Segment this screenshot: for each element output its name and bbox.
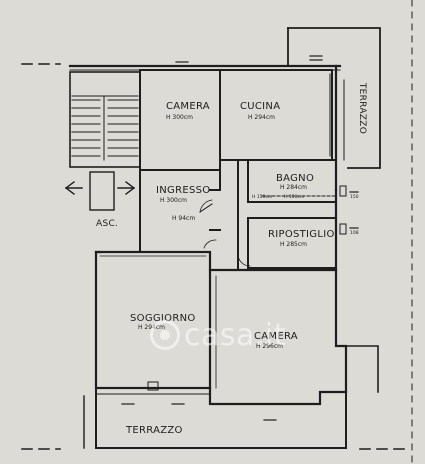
bagno-h150a: H 150cm: [252, 195, 273, 200]
cucina-walls: [219, 69, 333, 161]
bagno-walls: [247, 159, 337, 203]
mark-108: 108: [350, 231, 359, 236]
terrazzo-bottom-walls: [95, 387, 347, 449]
ingresso-label: INGRESSO: [156, 185, 211, 196]
soggiorno-walls: [94, 250, 212, 390]
ingresso-height: H 300cm: [160, 197, 188, 204]
mark-150: 150: [350, 195, 359, 200]
ripostiglio-label: RIPOSTIGLIO: [268, 229, 335, 240]
camera1-height: H 300cm: [166, 114, 194, 121]
casa-logo-icon: [150, 320, 180, 350]
stairwell: [69, 71, 141, 168]
watermark-logo: casa.it: [184, 318, 287, 353]
soggiorno-label: SOGGIORNO: [130, 313, 196, 324]
ingresso-h94: H 94cm: [172, 215, 196, 222]
terrazzo-bottom-label: TERRAZZO: [126, 425, 183, 436]
ripostiglio-height: H 285cm: [280, 241, 308, 248]
camera2-height: H 296cm: [256, 343, 284, 350]
terrazzo-side-label: TERRAZZO: [357, 82, 368, 135]
camera1-label: CAMERA: [166, 101, 210, 112]
elevator: [89, 171, 115, 211]
terrazzo-side-walls: [287, 27, 381, 169]
bagno-h150b: H 150cm: [284, 195, 305, 200]
cucina-label: CUCINA: [240, 101, 281, 112]
camera2-label: CAMERA: [254, 331, 298, 342]
cucina-height: H 294cm: [248, 114, 276, 121]
asc-label: ASC.: [96, 219, 119, 229]
bagno-label: BAGNO: [276, 173, 315, 184]
bagno-height: H 284cm: [280, 184, 308, 191]
